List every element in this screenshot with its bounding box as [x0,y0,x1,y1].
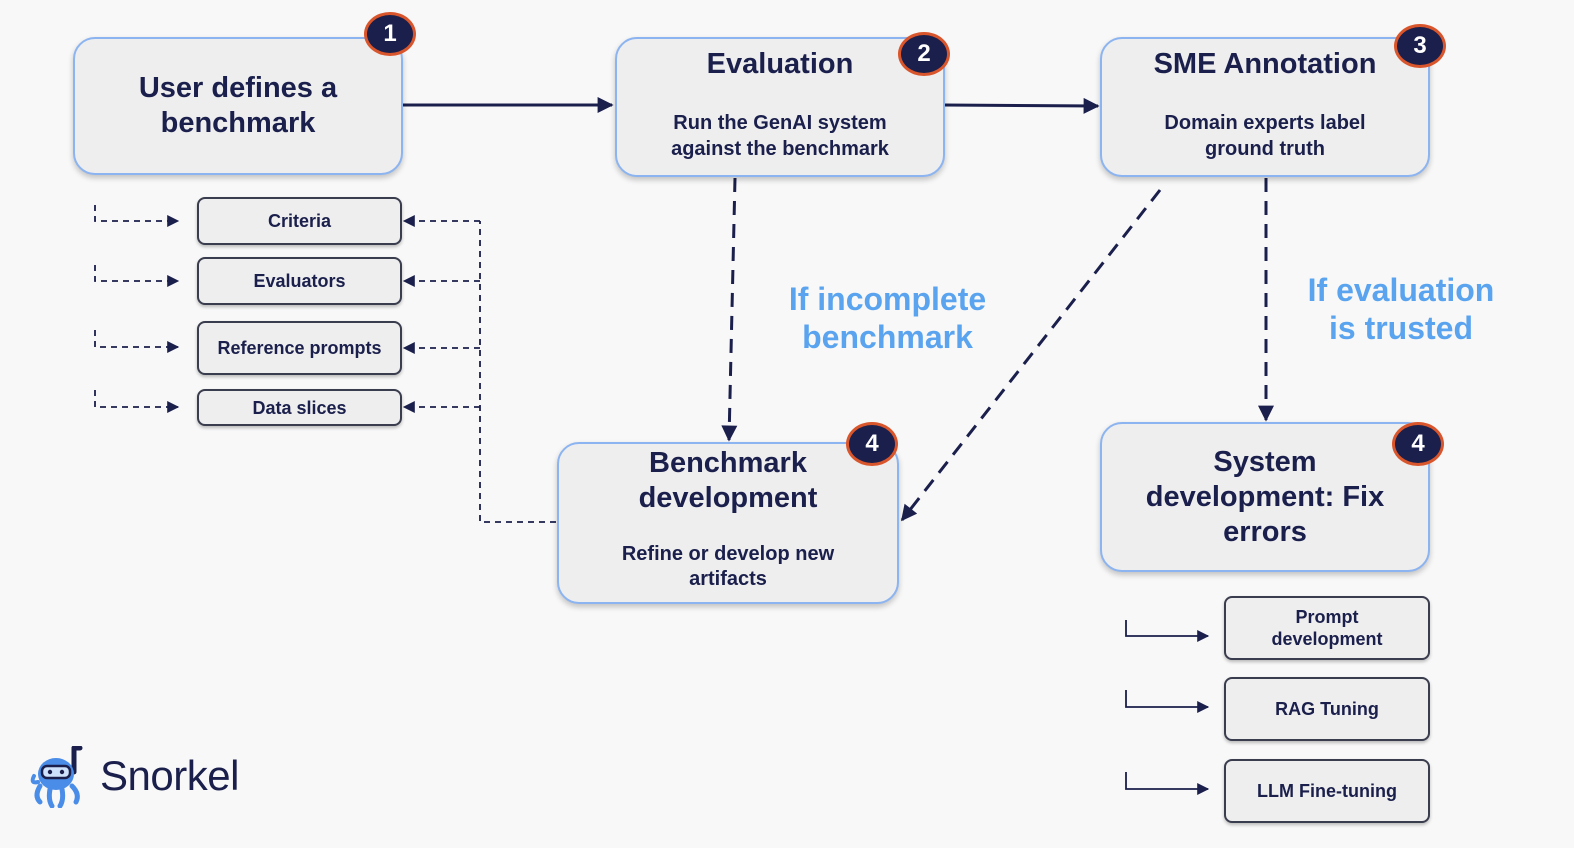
step-define-benchmark: User defines a benchmark [73,37,403,175]
step-sme-subtitle: Domain experts label ground truth [1164,112,1366,160]
condition-incomplete-benchmark: If incomplete benchmark [788,281,987,355]
artifact-arrow-left-2 [94,265,180,287]
artifact-reference-prompts: Reference prompts [197,321,402,375]
step-badge-3: 3 [1394,24,1446,68]
arrow-evaluation-to-sme [943,97,1100,114]
artifact-arrow-left-4 [94,390,180,413]
step-sme-title: SME Annotation [1153,48,1377,80]
fix-arrow-3 [1125,772,1210,795]
artifact-data-slices: Data slices [197,389,402,426]
arrow-sme-to-benchmark-dev [900,189,1162,522]
octopus-snorkel-icon [30,746,83,808]
fix-prompt-development: Prompt development [1224,596,1430,660]
step-system-development: System development: Fix errors [1100,422,1430,572]
fix-arrow-2 [1125,690,1210,713]
artifact-arrow-left-3 [94,330,180,353]
logo-wordmark: Snorkel [100,752,239,799]
step-define-title: User defines a benchmark [138,72,338,139]
step-benchmark-dev-subtitle: Refine or develop new artifacts [621,543,835,590]
step-evaluation: Evaluation Run the GenAI system against … [615,37,945,177]
step-evaluation-title: Evaluation [706,48,854,80]
arrow-evaluation-to-benchmark-dev [721,177,738,442]
condition-evaluation-trusted: If evaluation is trusted [1307,272,1495,346]
feedback-bus [479,221,556,523]
step-sme-annotation: SME Annotation Domain experts label grou… [1100,37,1430,177]
fix-rag-tuning: RAG Tuning [1224,677,1430,741]
artifact-evaluators: Evaluators [197,257,402,305]
artifact-criteria: Criteria [197,197,402,245]
step-badge-4-benchmark: 4 [846,422,898,466]
step-system-dev-title: System development: Fix errors [1145,445,1385,548]
step-benchmark-development: Benchmark development Refine or develop … [557,442,899,604]
step-badge-1: 1 [364,12,416,56]
step-benchmark-dev-title: Benchmark development [638,447,818,514]
step-evaluation-subtitle: Run the GenAI system against the benchma… [671,112,889,160]
fix-llm-fine-tuning: LLM Fine-tuning [1224,759,1430,823]
artifact-arrow-left-1 [94,205,180,227]
step-badge-4-system: 4 [1392,422,1444,466]
fix-arrow-1 [1125,620,1210,642]
step-badge-2: 2 [898,32,950,76]
